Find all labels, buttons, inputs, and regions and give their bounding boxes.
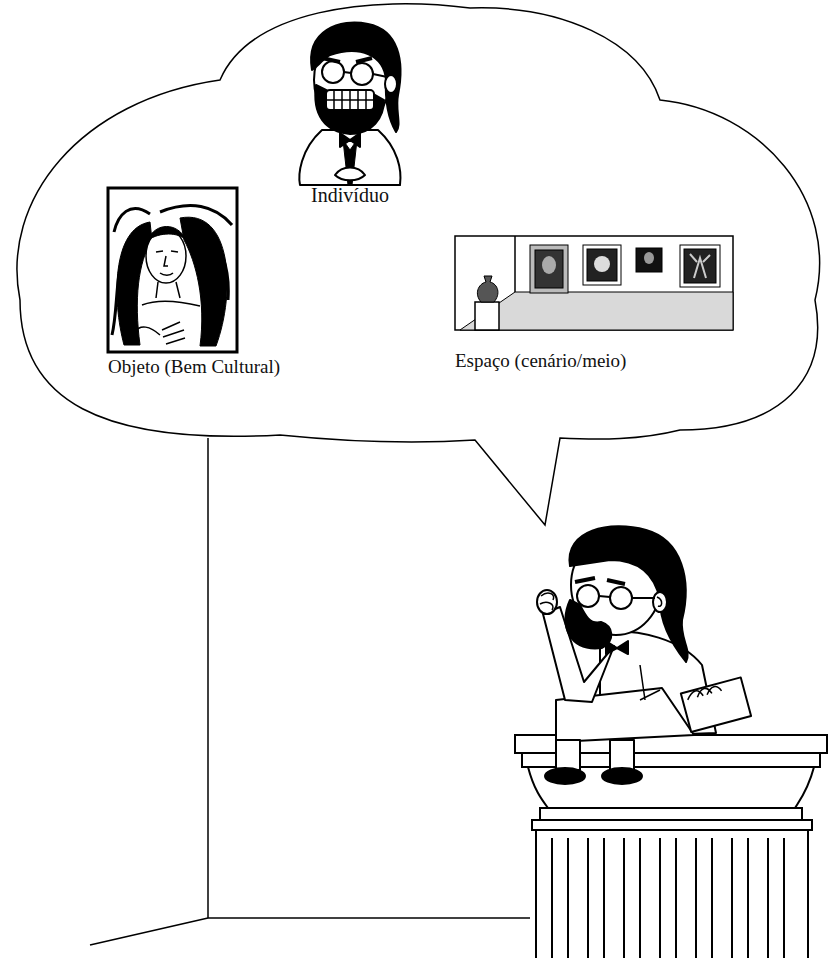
room-corner: [90, 438, 530, 945]
caption-label: Indivíduo: [311, 184, 389, 207]
gallery-picture: [455, 236, 733, 330]
caption-label: Espaço (cenário/meio): [455, 350, 626, 372]
caption-label: Objeto (Bem Cultural): [108, 356, 280, 378]
bubble-shape: [17, 4, 820, 525]
portrait-picture: [108, 188, 237, 352]
bubble-outline: [0, 0, 829, 530]
seated-man: [537, 526, 751, 784]
thought-bubble: IndivíduoObjeto (Bem Cultural) Espaço (ce…: [0, 0, 829, 530]
column: [515, 735, 827, 958]
individual-figure: [299, 23, 400, 185]
